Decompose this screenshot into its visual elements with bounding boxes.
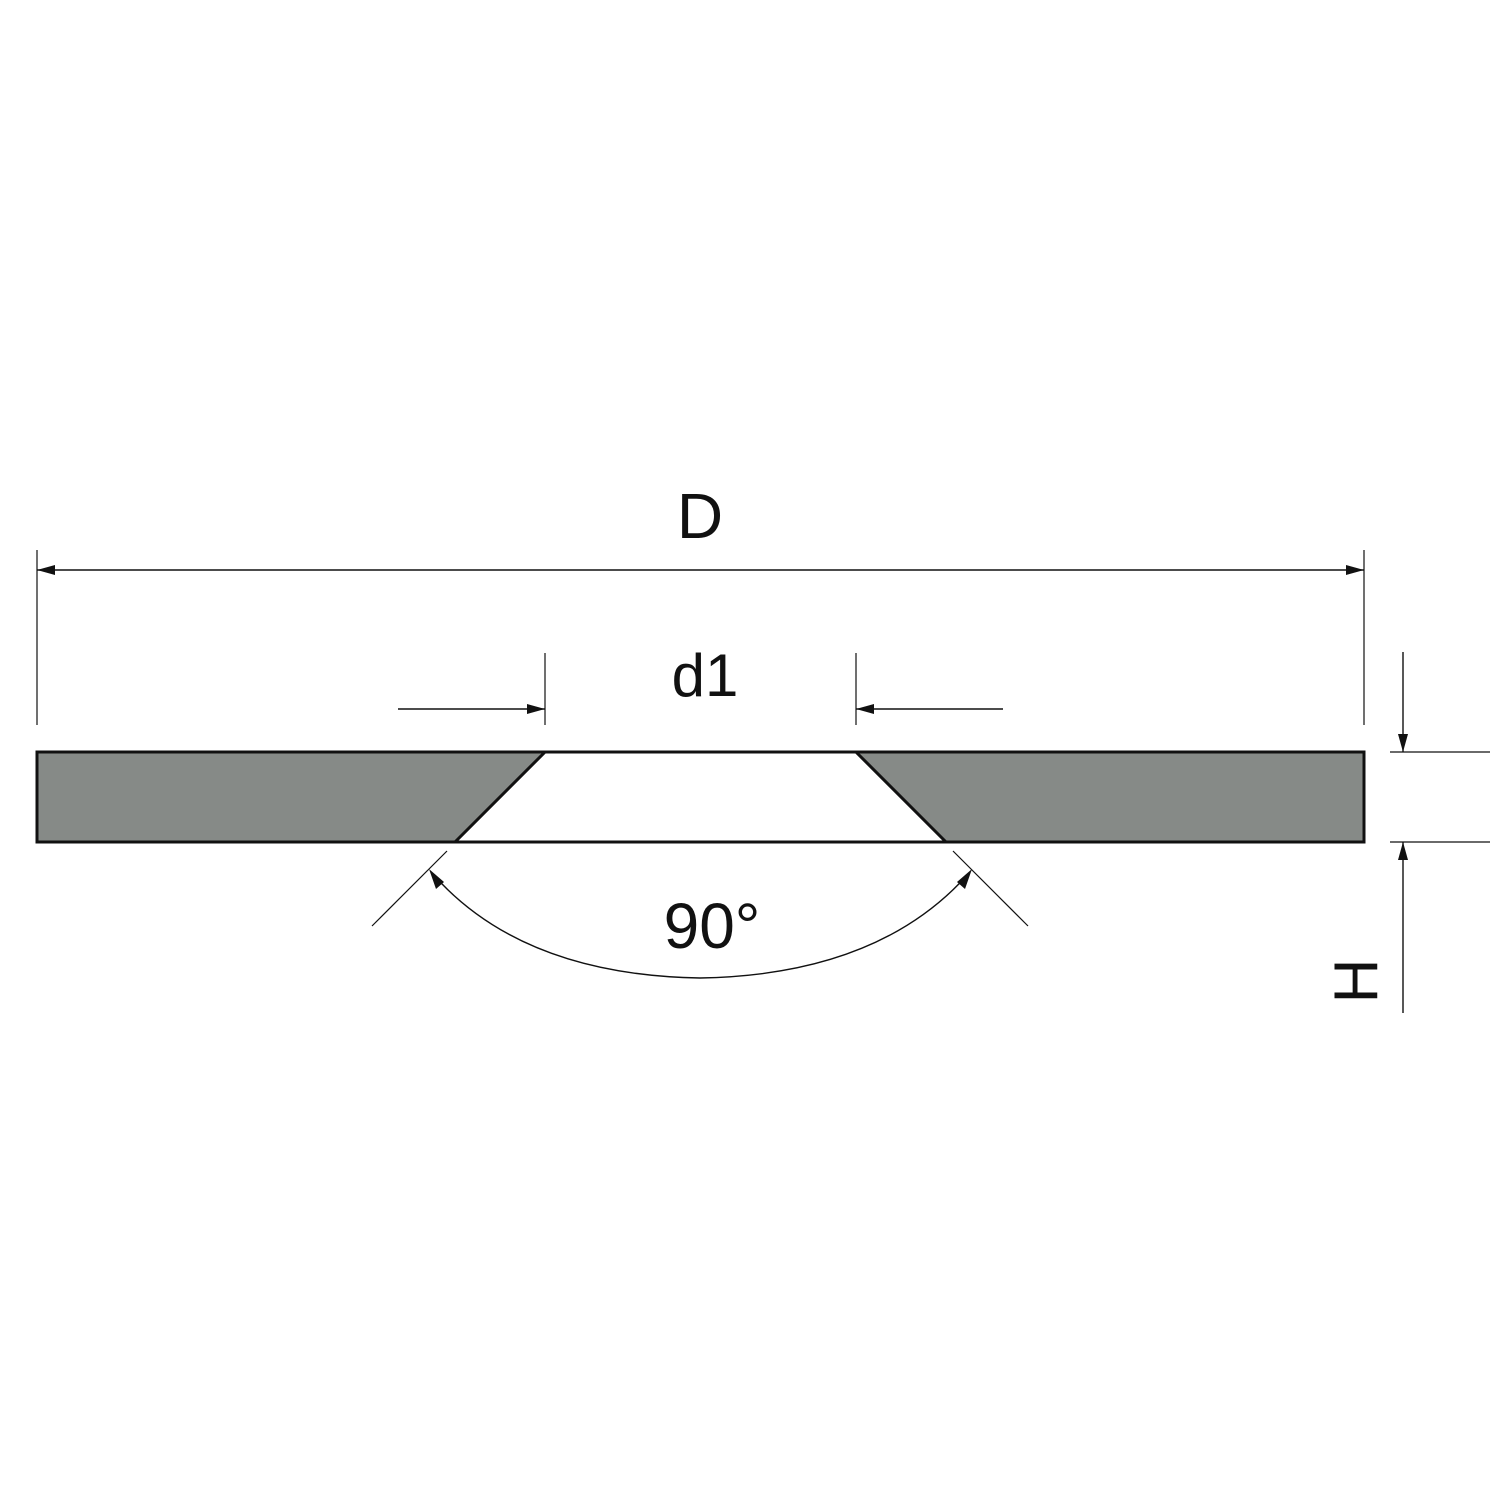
d1-arrow-right <box>856 704 874 714</box>
part-body-right <box>852 750 1366 844</box>
countersink-angle-label: 90° <box>664 890 761 962</box>
angle-extension-left <box>371 850 448 927</box>
countersink-diameter-dimension: d1 <box>398 642 1003 725</box>
part-section <box>35 750 1366 844</box>
d-arrow-right <box>1346 565 1364 575</box>
outer-diameter-dimension: D <box>36 480 1365 725</box>
angle-arrow-right <box>957 869 972 889</box>
outer-diameter-label: D <box>677 480 723 552</box>
d1-arrow-left <box>527 704 545 714</box>
angle-extension-right <box>952 850 1029 927</box>
d-arrow-left <box>37 565 55 575</box>
countersink-angle-dimension: 90° <box>371 850 1029 979</box>
height-dimension: H <box>1323 652 1490 1013</box>
h-arrow-bottom <box>1398 842 1408 860</box>
angle-arrow-left <box>429 869 444 889</box>
height-label: H <box>1323 959 1392 1004</box>
h-arrow-top <box>1398 734 1408 752</box>
angle-arc <box>430 871 971 979</box>
part-body-left <box>35 750 549 844</box>
countersink-diameter-label: d1 <box>672 642 739 709</box>
